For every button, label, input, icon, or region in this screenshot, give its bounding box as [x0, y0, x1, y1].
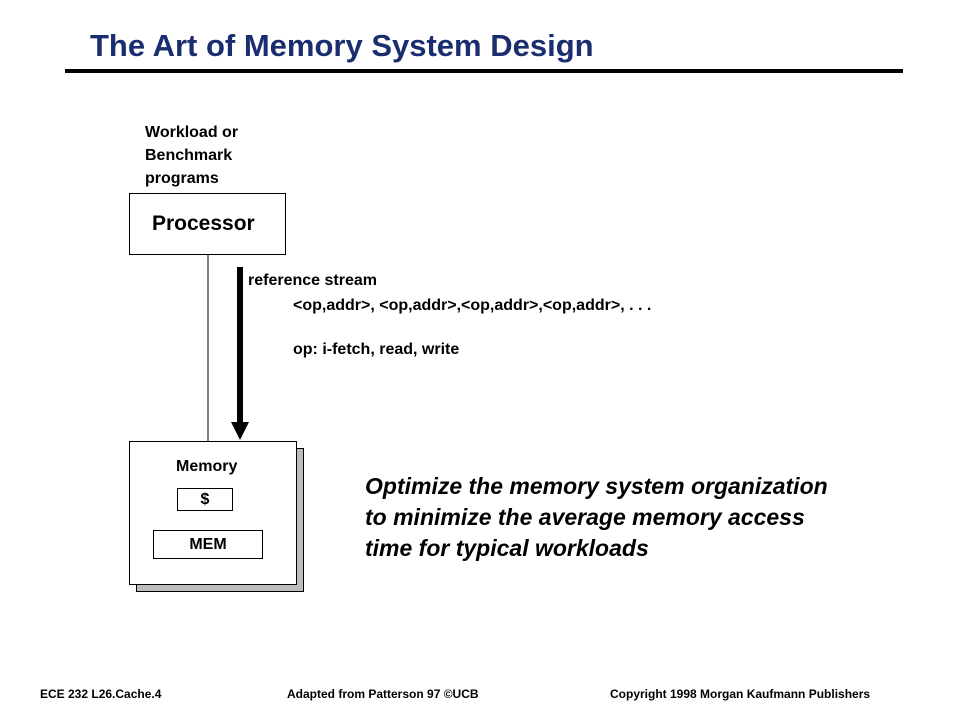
workload-line: Benchmark: [145, 147, 233, 164]
footer-course-id: ECE 232 L26.Cache.4: [40, 687, 162, 701]
reference-stream-label: reference stream: [248, 272, 377, 289]
footer-attribution: Adapted from Patterson 97 ©UCB: [287, 687, 479, 701]
title-underline: [65, 69, 903, 73]
statement-line: time for typical workloads: [365, 535, 649, 561]
processor-box: [129, 193, 286, 255]
footer-copyright: Copyright 1998 Morgan Kaufmann Publisher…: [610, 687, 871, 701]
statement-line: to minimize the average memory access: [365, 504, 805, 530]
reference-stream-sequence: <op,addr>, <op,addr>,<op,addr>,<op,addr>…: [293, 297, 652, 314]
main-memory-label: MEM: [189, 535, 227, 553]
slide-title: The Art of Memory System Design: [90, 28, 594, 63]
main-memory-box: MEM: [153, 530, 263, 559]
memory-label: Memory: [176, 458, 238, 475]
workload-label: Workload or Benchmark programs: [145, 121, 238, 190]
memory-box: [129, 441, 297, 585]
workload-line: Workload or: [145, 124, 239, 141]
statement-line: Optimize the memory system organization: [365, 473, 828, 499]
cache-box: $: [177, 488, 233, 511]
op-types: op: i-fetch, read, write: [293, 341, 460, 358]
reference-stream-arrowhead: [231, 422, 249, 440]
optimization-statement: Optimize the memory system organization …: [365, 471, 925, 564]
processor-label: Processor: [152, 212, 255, 235]
workload-line: programs: [145, 170, 219, 187]
cache-label: $: [200, 490, 210, 508]
